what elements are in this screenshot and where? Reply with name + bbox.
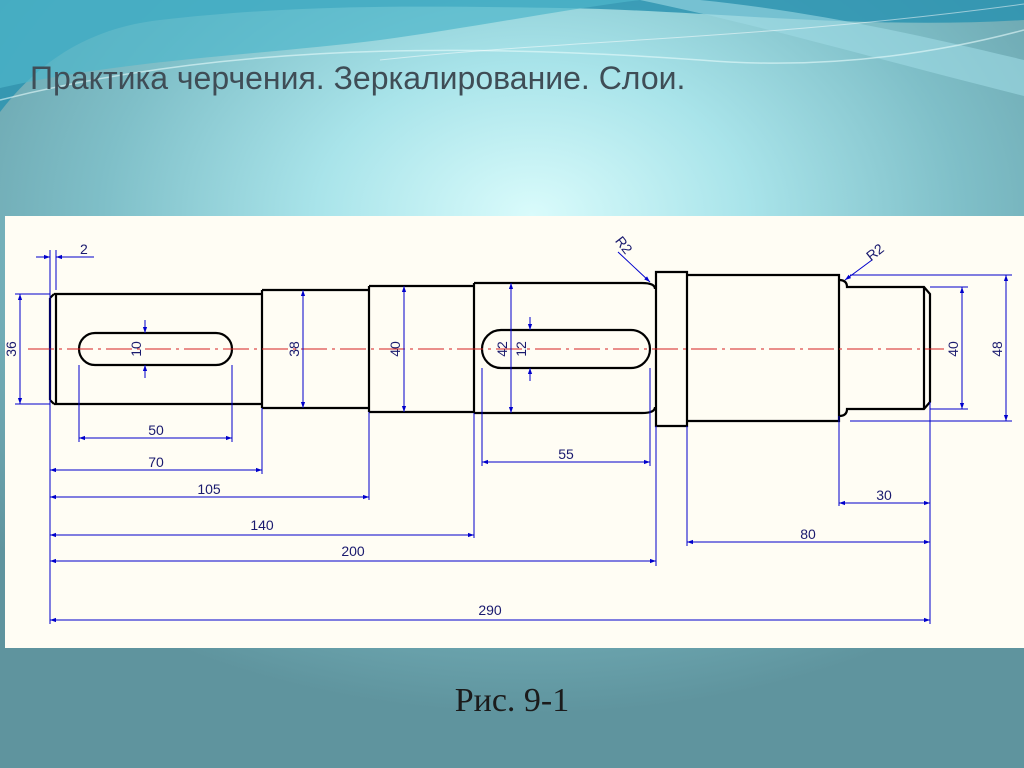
- dim-len-key-right: 55: [558, 446, 574, 462]
- dimension-lines: [15, 250, 1012, 624]
- shaft-step-5: [687, 273, 841, 423]
- dim-len-200: 200: [341, 543, 365, 559]
- shaft-drawing-panel: 2 36 10 38 40 42 12 40 48 R2 R2 50 70 10…: [5, 216, 1024, 648]
- dim-key-left-width: 10: [128, 341, 144, 357]
- dim-len-key-left: 50: [148, 422, 164, 438]
- dim-len-30: 30: [876, 487, 892, 503]
- dim-radius-left: R2: [612, 233, 636, 257]
- dim-len-total: 290: [478, 602, 502, 618]
- dim-len-140: 140: [250, 517, 274, 533]
- dim-d-2: 38: [286, 341, 302, 357]
- shaft-step-4: [474, 281, 657, 415]
- dim-d-4: 42: [494, 341, 510, 357]
- shaft-step-2: [262, 286, 371, 412]
- dim-d-left: 36: [5, 341, 19, 357]
- dim-chamfer: 2: [80, 241, 88, 257]
- dim-d-collar: 48: [989, 341, 1005, 357]
- shaft-outline: [48, 270, 932, 428]
- figure-caption: Рис. 9-1: [454, 682, 570, 719]
- dim-radius-right: R2: [863, 240, 887, 264]
- dim-key-right-width: 12: [513, 341, 529, 357]
- shaft-drawing: 2 36 10 38 40 42 12 40 48 R2 R2 50 70 10…: [5, 233, 1012, 624]
- shaft-step-3: [369, 283, 476, 414]
- slide-title: Практика черчения. Зеркалирование. Слои.: [30, 60, 686, 96]
- decorative-waves: [0, 0, 1024, 112]
- dim-d-3: 40: [387, 341, 403, 357]
- shaft-step-6: [838, 278, 932, 418]
- dim-d-right: 40: [945, 341, 961, 357]
- dim-len-105: 105: [197, 481, 221, 497]
- dim-len-80: 80: [800, 526, 816, 542]
- dim-len-70: 70: [148, 454, 164, 470]
